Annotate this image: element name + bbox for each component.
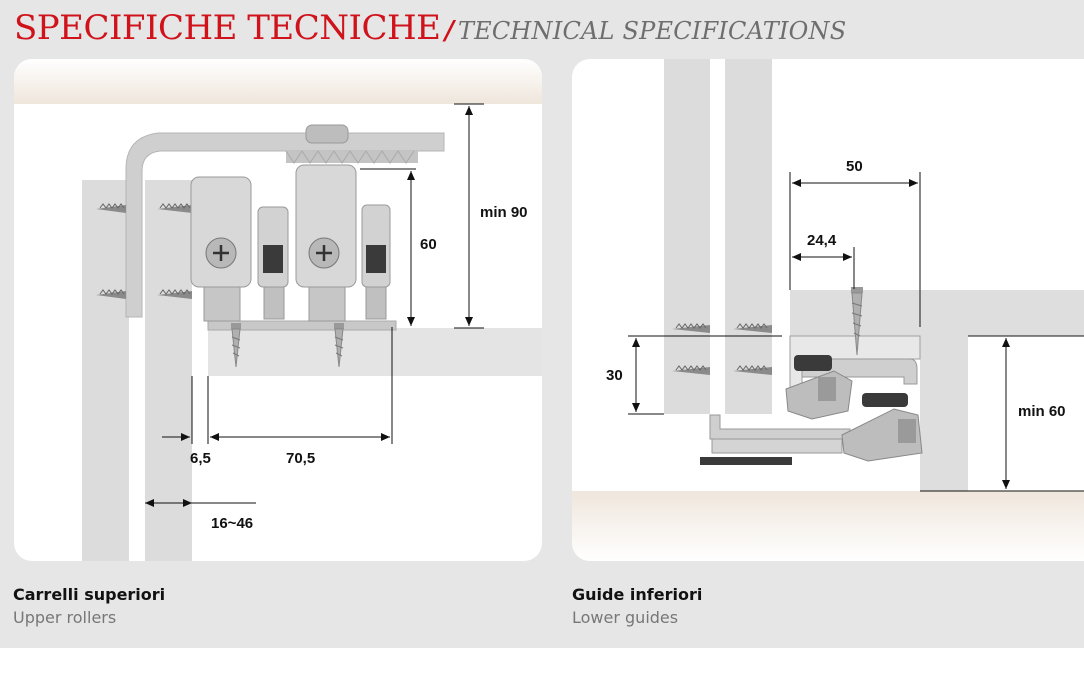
top-board: [790, 290, 1084, 336]
lower-roller-1: [785, 355, 853, 420]
rail-teeth-edge: [285, 150, 415, 164]
dim-70-5: 70,5: [286, 450, 315, 467]
screw-icon: [672, 365, 710, 375]
title-english: TECHNICAL SPECIFICATIONS: [457, 17, 847, 45]
title-separator: /: [444, 16, 454, 46]
screw-icon: [851, 287, 863, 356]
door-panel-inner: [145, 180, 192, 561]
lower-guides-drawing: 50 24,4 30 min 60: [572, 59, 1084, 561]
dim-30: 30: [606, 367, 623, 384]
door-panel-outer: [664, 59, 710, 414]
floor-band: [572, 491, 1084, 561]
page-title: SPECIFICHE TECNICHE/TECHNICAL SPECIFICAT…: [14, 8, 846, 48]
mounting-screw-icon: [231, 323, 241, 368]
screw-icon: [733, 365, 772, 375]
base-arm: [711, 438, 843, 454]
upper-rollers-caption: Carrelli superiori Upper rollers: [13, 585, 165, 627]
upper-rollers-drawing: min 90 60 6,5 70,5 16~46: [14, 59, 542, 561]
screw-icon: [96, 203, 126, 213]
roller-carriage-1: [190, 176, 289, 322]
top-bolt: [305, 124, 349, 144]
bottom-plate: [208, 328, 542, 376]
door-panel-outer: [82, 180, 129, 561]
lower-guides-caption: Guide inferiori Lower guides: [572, 585, 702, 627]
dim-min-60: min 60: [1018, 403, 1066, 420]
dim-min-90: min 90: [480, 204, 528, 221]
title-italian: SPECIFICHE TECNICHE: [14, 8, 441, 48]
spec-sheet: SPECIFICHE TECNICHE/TECHNICAL SPECIFICAT…: [0, 0, 1084, 648]
dim-6-5: 6,5: [190, 450, 211, 467]
dim-24-4: 24,4: [807, 232, 837, 249]
lower-guides-diagram: 50 24,4 30 min 60: [572, 59, 1084, 561]
door-panel-inner: [725, 59, 772, 414]
top-rail-profile: [125, 132, 445, 318]
caption-english: Lower guides: [572, 608, 679, 627]
caption-italian: Carrelli superiori: [13, 585, 166, 604]
dim-50: 50: [846, 158, 863, 175]
screw-icon: [733, 323, 772, 333]
ceiling-band: [14, 59, 542, 104]
rail-teeth: [286, 151, 418, 163]
side-board: [920, 336, 968, 491]
lower-roller-2: [841, 393, 923, 462]
base-rail: [700, 457, 792, 465]
roller-mount-plate: [207, 320, 397, 331]
caption-english: Upper rollers: [13, 608, 117, 627]
caption-italian: Guide inferiori: [572, 585, 703, 604]
screw-icon: [157, 203, 192, 213]
dim-60: 60: [420, 236, 437, 253]
upper-rollers-diagram: min 90 60 6,5 70,5 16~46: [14, 59, 542, 561]
mounting-screw-icon: [334, 323, 344, 368]
screw-icon: [157, 289, 192, 299]
roller-carriage-2: [295, 164, 391, 322]
screw-icon: [672, 323, 710, 333]
dim-16-46: 16~46: [211, 515, 253, 532]
screw-icon: [96, 289, 126, 299]
bottom-bracket: [709, 414, 851, 440]
